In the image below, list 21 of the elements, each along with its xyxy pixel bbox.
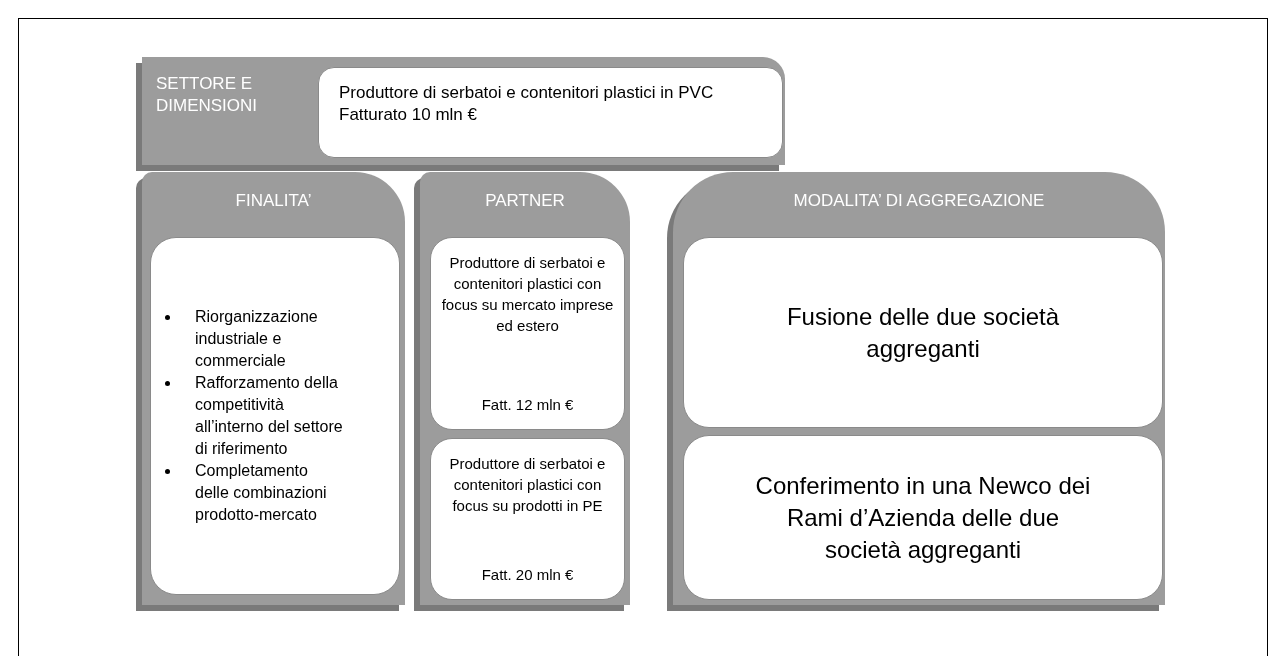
band-heading: SETTORE E DIMENSIONI — [156, 73, 259, 117]
panel-heading: PARTNER — [484, 190, 566, 212]
content-card — [150, 237, 400, 595]
content-card — [430, 438, 625, 600]
content-card — [430, 237, 625, 430]
revenue-text: Fatt. 20 mln € — [480, 565, 575, 585]
option-text: Fusione delle due società aggreganti — [785, 301, 1061, 364]
bullet-text: Riorganizzazione industriale e commerciale — [195, 307, 319, 371]
info-text: Produttore di serbatoi e contenitori plastici in PVC — [339, 82, 714, 104]
option-text: Conferimento in una Newco dei Rami d’Azienda delle due società aggreganti — [754, 470, 1092, 565]
info-text: Fatturato 10 mln € — [339, 104, 477, 126]
revenue-text: Fatt. 12 mln € — [480, 395, 575, 415]
description-text: Produttore di serbatoi e contenitori plastici con focus su prodotti in PE — [448, 454, 607, 516]
description-text: Produttore di serbatoi e contenitori plastici con focus su mercato imprese ed estero — [441, 253, 614, 336]
bullet-text: Rafforzamento della competitività all’interno del settore di riferimento — [195, 373, 344, 459]
content-card — [683, 237, 1163, 428]
panel-heading: FINALITA’ — [234, 190, 313, 212]
info-box — [318, 67, 783, 158]
bullet-text: Completamento delle combinazioni prodotto-mercato — [195, 461, 328, 525]
content-card — [683, 435, 1163, 600]
panel-heading: MODALITA’ DI AGGREGAZIONE — [792, 190, 1046, 212]
